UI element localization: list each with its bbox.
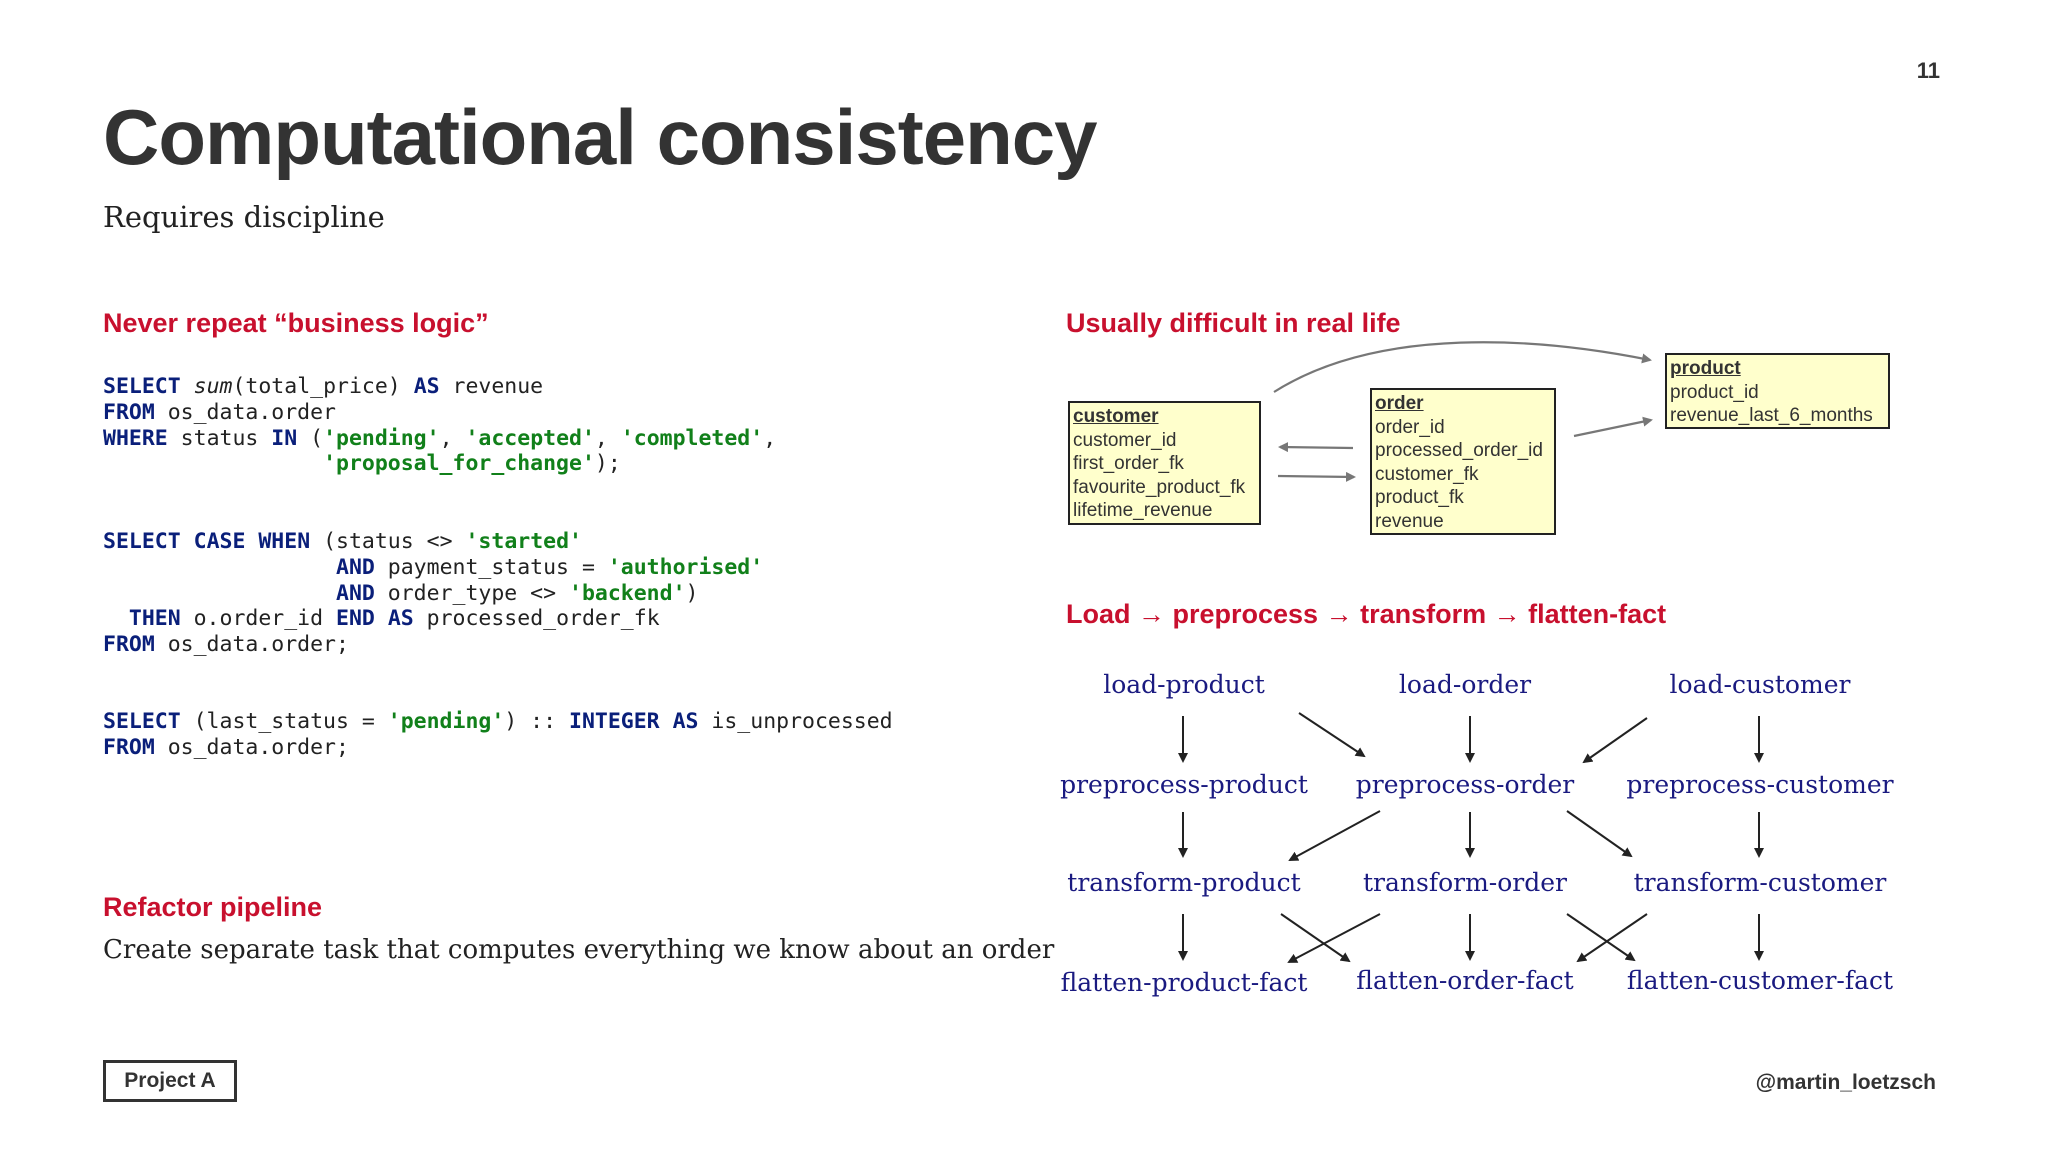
node-preprocess-product: preprocess-product [1060,770,1308,799]
table-field: product_id [1670,381,1759,403]
pipeline-heading: Load → preprocess → transform → flatten-… [1066,599,1667,629]
product-table: product product_id revenue_last_6_months [1665,353,1890,429]
sql-line: FROM os_data.order [103,399,336,425]
refactor-description: Create separate task that computes every… [103,935,1055,965]
sql-line: FROM os_data.order; [103,632,349,658]
node-load-product: load-product [1103,670,1265,699]
sql-line: SELECT sum(total_price) AS revenue [103,374,544,399]
slide-title: Computational consistency [103,93,1097,181]
table-field: lifetime_revenue [1073,500,1213,521]
node-flatten-customer-fact: flatten-customer-fact [1626,966,1894,995]
page-number: 11 [1916,58,1940,83]
pipeline-arrow [1576,913,1648,963]
table-field: revenue_last_6_months [1670,405,1873,426]
pipeline-arrow [1298,712,1366,758]
table-field: processed_order_id [1375,440,1543,461]
node-transform-customer: transform-customer [1633,868,1887,897]
customer-to-product-arrow [1273,341,1652,393]
sql-line: FROM os_data.order; [103,734,349,760]
refactor-heading: Refactor pipeline [103,892,323,922]
order-to-customer-arrow [1278,442,1354,453]
sql-line: SELECT CASE WHEN (status <> 'started' [103,529,582,554]
order-to-product-arrow [1573,416,1653,438]
sql-line: WHERE status IN ('pending', 'accepted', … [103,425,777,451]
table-field: product_fk [1375,487,1464,508]
node-flatten-order-fact: flatten-order-fact [1356,966,1574,995]
table-field: favourite_product_fk [1073,476,1246,498]
table-field: customer_id [1073,429,1177,451]
pipeline-arrow [1566,913,1636,962]
never-repeat-heading: Never repeat “business logic” [103,308,489,338]
table-name: product [1670,358,1741,379]
pipeline-arrow [1582,717,1648,764]
customer-table: customer customer_id first_order_fk favo… [1068,401,1261,525]
order-table: order order_id processed_order_id custom… [1370,388,1556,535]
sql-line: AND order_type <> 'backend') [336,580,699,606]
pipeline-arrow [1280,913,1351,963]
node-preprocess-order: preprocess-order [1355,770,1575,799]
node-load-customer: load-customer [1669,670,1851,699]
node-preprocess-customer: preprocess-customer [1626,770,1894,799]
sql-line: THEN o.order_id END AS processed_order_f… [128,606,660,632]
sql-line: 'proposal_for_change'); [323,451,621,477]
project-badge-label: Project A [124,1069,216,1092]
node-load-order: load-order [1398,670,1532,699]
node-transform-product: transform-product [1067,868,1301,897]
author-handle: @martin_loetzsch [1755,1071,1936,1094]
slide-subtitle: Requires discipline [103,200,385,234]
pipeline-arrow [1287,913,1381,963]
difficult-heading: Usually difficult in real life [1066,308,1401,338]
node-flatten-product-fact: flatten-product-fact [1060,968,1308,997]
sql-line: SELECT (last_status = 'pending') :: INTE… [103,709,893,734]
pipeline-arrows [1178,712,1764,963]
table-field: first_order_fk [1073,453,1184,474]
table-field: revenue [1375,510,1444,532]
table-field: order_id [1375,416,1445,438]
sql-line: AND payment_status = 'authorised' [336,554,764,580]
pipeline-arrow [1288,810,1381,861]
table-name: customer [1073,406,1159,427]
table-field: customer_fk [1375,463,1479,485]
table-name: order [1375,393,1424,414]
customer-to-order-arrow [1277,471,1356,482]
node-transform-order: transform-order [1363,868,1567,897]
pipeline-arrow [1566,810,1633,858]
project-badge: Project A [103,1060,237,1102]
